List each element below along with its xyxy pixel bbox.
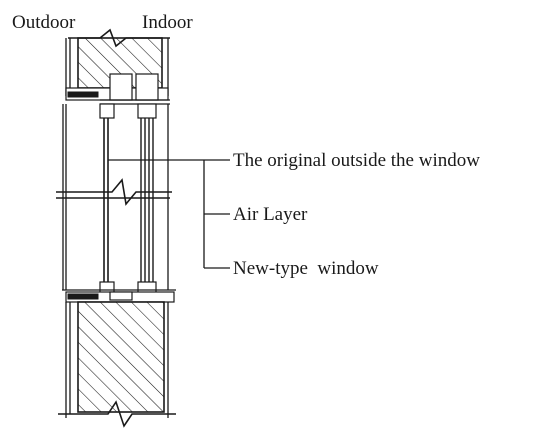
sill (62, 281, 176, 303)
head-hardware (99, 103, 157, 119)
window-frames (62, 104, 169, 290)
indoor-label: Indoor (142, 12, 193, 33)
lower-wall (58, 301, 176, 428)
upper-wall (65, 28, 170, 105)
callout-new-window: New-type window (233, 258, 379, 279)
break-line (56, 178, 172, 206)
outdoor-label: Outdoor (12, 12, 76, 33)
callout-air-layer: Air Layer (233, 204, 308, 225)
callout-original-window: The original outside the window (233, 150, 480, 171)
callout-leaders (108, 159, 230, 269)
